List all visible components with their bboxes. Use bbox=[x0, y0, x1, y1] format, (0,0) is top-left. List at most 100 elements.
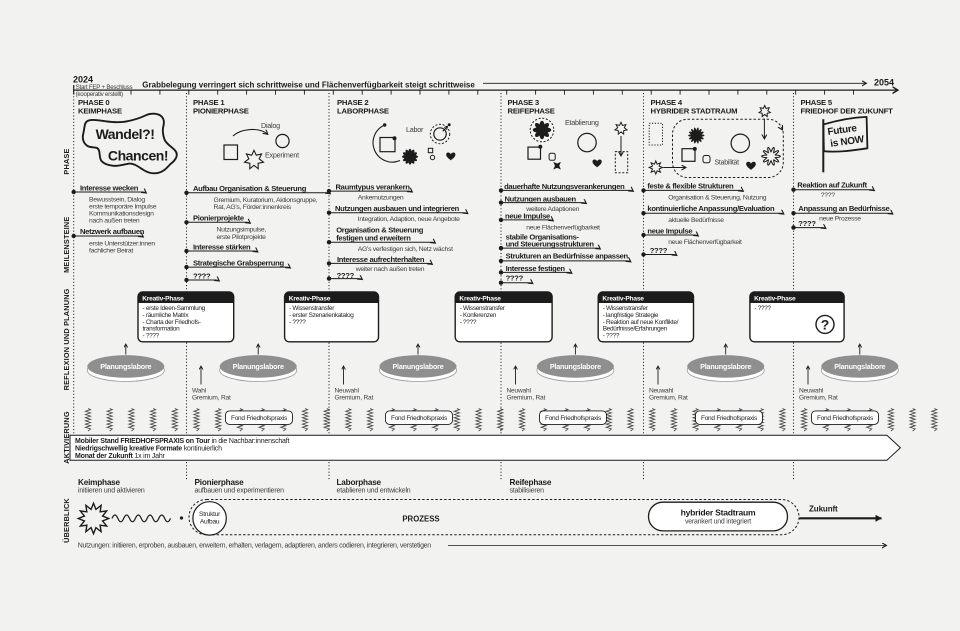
svg-text:kontinuierliche Anpassung/Eval: kontinuierliche Anpassung/Evaluation bbox=[647, 204, 775, 213]
svg-text:PROZESS: PROZESS bbox=[402, 514, 439, 523]
svg-text:transformation: transformation bbox=[143, 326, 181, 333]
svg-text:Netzwerk aufbauen: Netzwerk aufbauen bbox=[80, 227, 145, 236]
svg-text:- Wissenstransfer: - Wissenstransfer bbox=[289, 305, 335, 312]
svg-text:Dialog: Dialog bbox=[261, 121, 280, 130]
svg-text:neue Impulse: neue Impulse bbox=[505, 211, 550, 220]
svg-text:nach außen treten: nach außen treten bbox=[89, 217, 140, 224]
svg-text:Labor: Labor bbox=[406, 125, 424, 134]
svg-text:- Konferenzen: - Konferenzen bbox=[460, 312, 497, 319]
svg-text:Fond Friedhofspraxis: Fond Friedhofspraxis bbox=[701, 415, 758, 422]
svg-text:Ankernutzungen: Ankernutzungen bbox=[358, 194, 404, 201]
svg-text:- Wissenstransfer: - Wissenstransfer bbox=[460, 305, 506, 312]
svg-text:feste & flexible Strukturen: feste & flexible Strukturen bbox=[647, 181, 734, 190]
svg-text:ÜBERBLICK: ÜBERBLICK bbox=[62, 498, 71, 543]
svg-text:Nutzungen ausbauen: Nutzungen ausbauen bbox=[505, 194, 577, 203]
svg-text:MEILENSTEINE: MEILENSTEINE bbox=[62, 217, 71, 273]
svg-text:verankert und integriert: verankert und integriert bbox=[685, 518, 751, 525]
svg-text:Wandel?!: Wandel?! bbox=[96, 126, 155, 142]
svg-text:AG's verfestigen sich, Netz wä: AG's verfestigen sich, Netz wächst bbox=[358, 246, 453, 253]
svg-text:Pionierprojekte: Pionierprojekte bbox=[193, 214, 244, 223]
svg-text:etablieren und entwickeln: etablieren und entwickeln bbox=[337, 487, 411, 494]
svg-text:- erste Ideen-Sammlung: - erste Ideen-Sammlung bbox=[143, 305, 206, 312]
svg-text:Zukunft: Zukunft bbox=[809, 505, 838, 514]
svg-text:PHASE 1: PHASE 1 bbox=[193, 98, 225, 107]
svg-text:Stabilität: Stabilität bbox=[715, 160, 740, 167]
svg-text:neue Flächenverfügbarkeit: neue Flächenverfügbarkeit bbox=[668, 239, 742, 246]
svg-text:festigen und erweitern: festigen und erweitern bbox=[336, 234, 411, 243]
svg-text:Reifephase: Reifephase bbox=[510, 478, 552, 487]
svg-text:stabilisieren: stabilisieren bbox=[510, 487, 545, 494]
svg-text:neue Prozesse: neue Prozesse bbox=[819, 216, 861, 223]
svg-text:PHASE: PHASE bbox=[62, 148, 71, 174]
svg-text:- erster Szenarienkatalog: - erster Szenarienkatalog bbox=[289, 312, 354, 319]
svg-text:- Charta der Friedhofs-: - Charta der Friedhofs- bbox=[143, 319, 201, 326]
svg-text:aktuelle Bedürfnisse: aktuelle Bedürfnisse bbox=[668, 217, 724, 224]
svg-text:- räumliche Matrix: - räumliche Matrix bbox=[143, 312, 190, 319]
svg-text:und Steuerungsstrukturen: und Steuerungsstrukturen bbox=[506, 239, 595, 248]
svg-text:hybrider Stadtraum: hybrider Stadtraum bbox=[681, 508, 756, 518]
svg-text:Laborphase: Laborphase bbox=[337, 478, 382, 487]
svg-text:Gremium, Rat: Gremium, Rat bbox=[649, 395, 688, 402]
svg-text:Neuwahl: Neuwahl bbox=[649, 387, 674, 394]
svg-text:PIONIERPHASE: PIONIERPHASE bbox=[193, 107, 249, 116]
svg-text:Fond Friedhofspraxis: Fond Friedhofspraxis bbox=[231, 415, 288, 422]
svg-text:Strategische Grabsperrung: Strategische Grabsperrung bbox=[193, 258, 284, 267]
svg-text:Interesse wecken: Interesse wecken bbox=[80, 183, 139, 192]
svg-text:Kreativ-Phase: Kreativ-Phase bbox=[142, 295, 184, 302]
svg-text:Keimphase: Keimphase bbox=[78, 478, 121, 487]
svg-text:- ????: - ???? bbox=[603, 332, 620, 339]
svg-text:AKTIVIERUNG: AKTIVIERUNG bbox=[62, 411, 71, 464]
svg-text:2024: 2024 bbox=[73, 75, 93, 85]
svg-text:- langfristige Strategie: - langfristige Strategie bbox=[603, 312, 659, 319]
svg-text:Neuwahl: Neuwahl bbox=[799, 387, 824, 394]
svg-text:erste temporäre Impulse: erste temporäre Impulse bbox=[89, 203, 157, 210]
svg-text:PHASE 5: PHASE 5 bbox=[801, 98, 833, 107]
svg-text:2054: 2054 bbox=[874, 77, 894, 87]
svg-text:Pionierphase: Pionierphase bbox=[195, 478, 245, 487]
svg-text:LABORPHASE: LABORPHASE bbox=[337, 107, 389, 116]
svg-text:Bewusstsein, Dialog: Bewusstsein, Dialog bbox=[89, 196, 145, 203]
svg-text:Gremium, Rat: Gremium, Rat bbox=[799, 395, 838, 402]
svg-text:????: ???? bbox=[798, 219, 816, 228]
svg-text:Bedürfnisse/Erfahrungen: Bedürfnisse/Erfahrungen bbox=[603, 326, 668, 333]
svg-text:Kommunikationsdesign: Kommunikationsdesign bbox=[89, 210, 154, 217]
svg-text:????: ???? bbox=[193, 271, 211, 280]
svg-text:KEIMPHASE: KEIMPHASE bbox=[78, 107, 122, 116]
svg-text:PHASE 4: PHASE 4 bbox=[651, 98, 683, 107]
svg-text:Integration, Adaption, neue An: Integration, Adaption, neue Angebote bbox=[358, 216, 460, 223]
svg-text:Gremium, Rat: Gremium, Rat bbox=[335, 395, 374, 402]
svg-text:neue Flächenverfügbarkeit: neue Flächenverfügbarkeit bbox=[526, 224, 600, 231]
svg-text:- ????: - ???? bbox=[460, 319, 477, 326]
svg-text:????: ???? bbox=[506, 273, 524, 282]
svg-text:Planungslabore: Planungslabore bbox=[392, 362, 443, 371]
svg-text:Raumtypus verankern: Raumtypus verankern bbox=[336, 183, 411, 192]
svg-text:????: ???? bbox=[821, 192, 836, 199]
svg-text:REIFEPHASE: REIFEPHASE bbox=[508, 107, 555, 116]
svg-text:Interesse aufrechterhalten: Interesse aufrechterhalten bbox=[337, 255, 425, 264]
svg-text:PHASE 3: PHASE 3 bbox=[508, 98, 540, 107]
svg-text:weiter nach außen treten: weiter nach außen treten bbox=[355, 266, 425, 273]
svg-text:Organisation & Steuerung: Organisation & Steuerung bbox=[336, 226, 424, 235]
svg-text:Organisation & Steuerung, Nutz: Organisation & Steuerung, Nutzung bbox=[668, 194, 767, 201]
svg-text:FRIEDHOF DER ZUKUNFT: FRIEDHOF DER ZUKUNFT bbox=[801, 107, 894, 116]
svg-text:stabile Organisations-: stabile Organisations- bbox=[506, 233, 580, 242]
svg-text:Planungslabore: Planungslabore bbox=[100, 362, 151, 371]
svg-text:Fond Friedhofspraxis: Fond Friedhofspraxis bbox=[545, 415, 602, 422]
svg-text:Interesse stärken: Interesse stärken bbox=[193, 242, 251, 251]
svg-text:- ????: - ???? bbox=[289, 319, 306, 326]
svg-text:Chancen!: Chancen! bbox=[108, 148, 168, 164]
svg-text:Anpassung an Bedürfnisse: Anpassung an Bedürfnisse bbox=[798, 204, 889, 213]
svg-text:Future: Future bbox=[827, 123, 858, 138]
svg-text:Monat der Zukunft 1x im Jahr: Monat der Zukunft 1x im Jahr bbox=[75, 453, 166, 460]
svg-text:????: ???? bbox=[337, 271, 355, 280]
svg-text:aufbauen und experimentieren: aufbauen und experimentieren bbox=[195, 487, 285, 494]
svg-text:Neuwahl: Neuwahl bbox=[507, 387, 532, 394]
svg-text:Gremium, Rat: Gremium, Rat bbox=[192, 395, 231, 402]
svg-text:HYBRIDER STADTRAUM: HYBRIDER STADTRAUM bbox=[651, 107, 738, 116]
svg-text:is NOW: is NOW bbox=[830, 134, 866, 150]
svg-text:Interesse festigen: Interesse festigen bbox=[506, 264, 566, 273]
svg-text:Struktur: Struktur bbox=[199, 511, 221, 518]
svg-text:neue Impulse: neue Impulse bbox=[647, 227, 692, 236]
svg-text:Neuwahl: Neuwahl bbox=[335, 387, 360, 394]
svg-text:Start FEP + Beschluss: Start FEP + Beschluss bbox=[76, 84, 133, 91]
